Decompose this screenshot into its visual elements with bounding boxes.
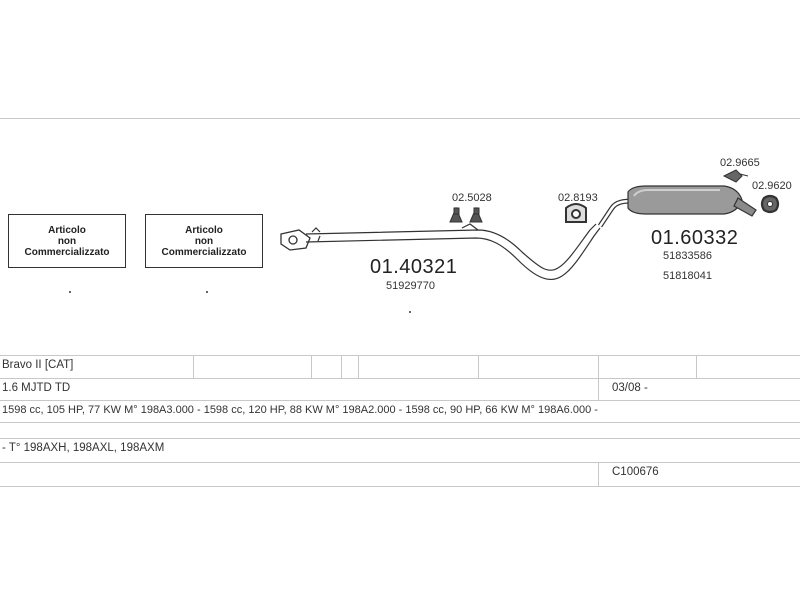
rubber-rear-icon bbox=[760, 194, 780, 214]
table-line-2 bbox=[0, 378, 800, 379]
diagram-top-divider bbox=[0, 118, 800, 119]
front-pipe-code: 01.40321 bbox=[370, 256, 458, 278]
col-sep-4 bbox=[358, 355, 359, 378]
col-sep-8 bbox=[598, 462, 599, 486]
box-1-line3: Commercializzato bbox=[24, 246, 110, 258]
col-sep-2 bbox=[311, 355, 312, 378]
table-line-3 bbox=[0, 400, 800, 401]
box-2-dot bbox=[206, 291, 208, 293]
hanger-mid-icon bbox=[565, 203, 587, 223]
clamp-pair-icon bbox=[449, 206, 483, 223]
col-sep-3 bbox=[341, 355, 342, 378]
rear-muffler-ref-1: 51833586 bbox=[663, 250, 712, 262]
not-commercialized-box-1: Articolo non Commercializzato bbox=[8, 214, 126, 268]
clamp-pair-code: 02.5028 bbox=[452, 192, 492, 204]
front-flange-icon bbox=[280, 229, 311, 251]
col-sep-7 bbox=[696, 355, 697, 378]
not-commercialized-box-2: Articolo non Commercializzato bbox=[145, 214, 263, 268]
types-cell: - T° 198AXH, 198AXL, 198AXM bbox=[2, 442, 165, 454]
box-1-line2: non bbox=[57, 235, 77, 247]
table-line-7 bbox=[0, 486, 800, 487]
box-1-line1: Articolo bbox=[48, 224, 86, 236]
box-1-dot bbox=[69, 291, 71, 293]
rubber-top-icon bbox=[722, 169, 749, 183]
front-pipe-ref: 51929770 bbox=[386, 280, 435, 292]
model-cell: Bravo II [CAT] bbox=[2, 359, 74, 371]
rear-muffler-icon bbox=[597, 185, 757, 228]
hanger-mid-code: 02.8193 bbox=[558, 192, 598, 204]
col-sep-5 bbox=[478, 355, 479, 378]
box-2-line1: Articolo bbox=[185, 224, 223, 236]
box-2-line3: Commercializzato bbox=[161, 246, 247, 258]
col-sep-1 bbox=[193, 355, 194, 378]
kit-code-cell: C100676 bbox=[612, 466, 659, 478]
front-pipe-dot bbox=[409, 311, 411, 313]
table-line-6 bbox=[0, 462, 800, 463]
table-line-5 bbox=[0, 438, 800, 439]
rubber-rear-code: 02.9620 bbox=[752, 180, 792, 192]
engine-cell: 1.6 MJTD TD bbox=[2, 382, 71, 394]
date-cell: 03/08 - bbox=[612, 382, 648, 394]
col-sep-6 bbox=[598, 355, 599, 400]
front-pipe-icon bbox=[305, 223, 601, 281]
box-2-line2: non bbox=[194, 235, 214, 247]
rubber-top-code: 02.9665 bbox=[720, 157, 760, 169]
table-line-1 bbox=[0, 355, 800, 356]
rear-muffler-ref-2: 51818041 bbox=[663, 270, 712, 282]
table-line-4 bbox=[0, 422, 800, 423]
specs-cell: 1598 cc, 105 HP, 77 KW M° 198A3.000 - 15… bbox=[2, 404, 598, 416]
rear-muffler-code: 01.60332 bbox=[651, 227, 739, 249]
